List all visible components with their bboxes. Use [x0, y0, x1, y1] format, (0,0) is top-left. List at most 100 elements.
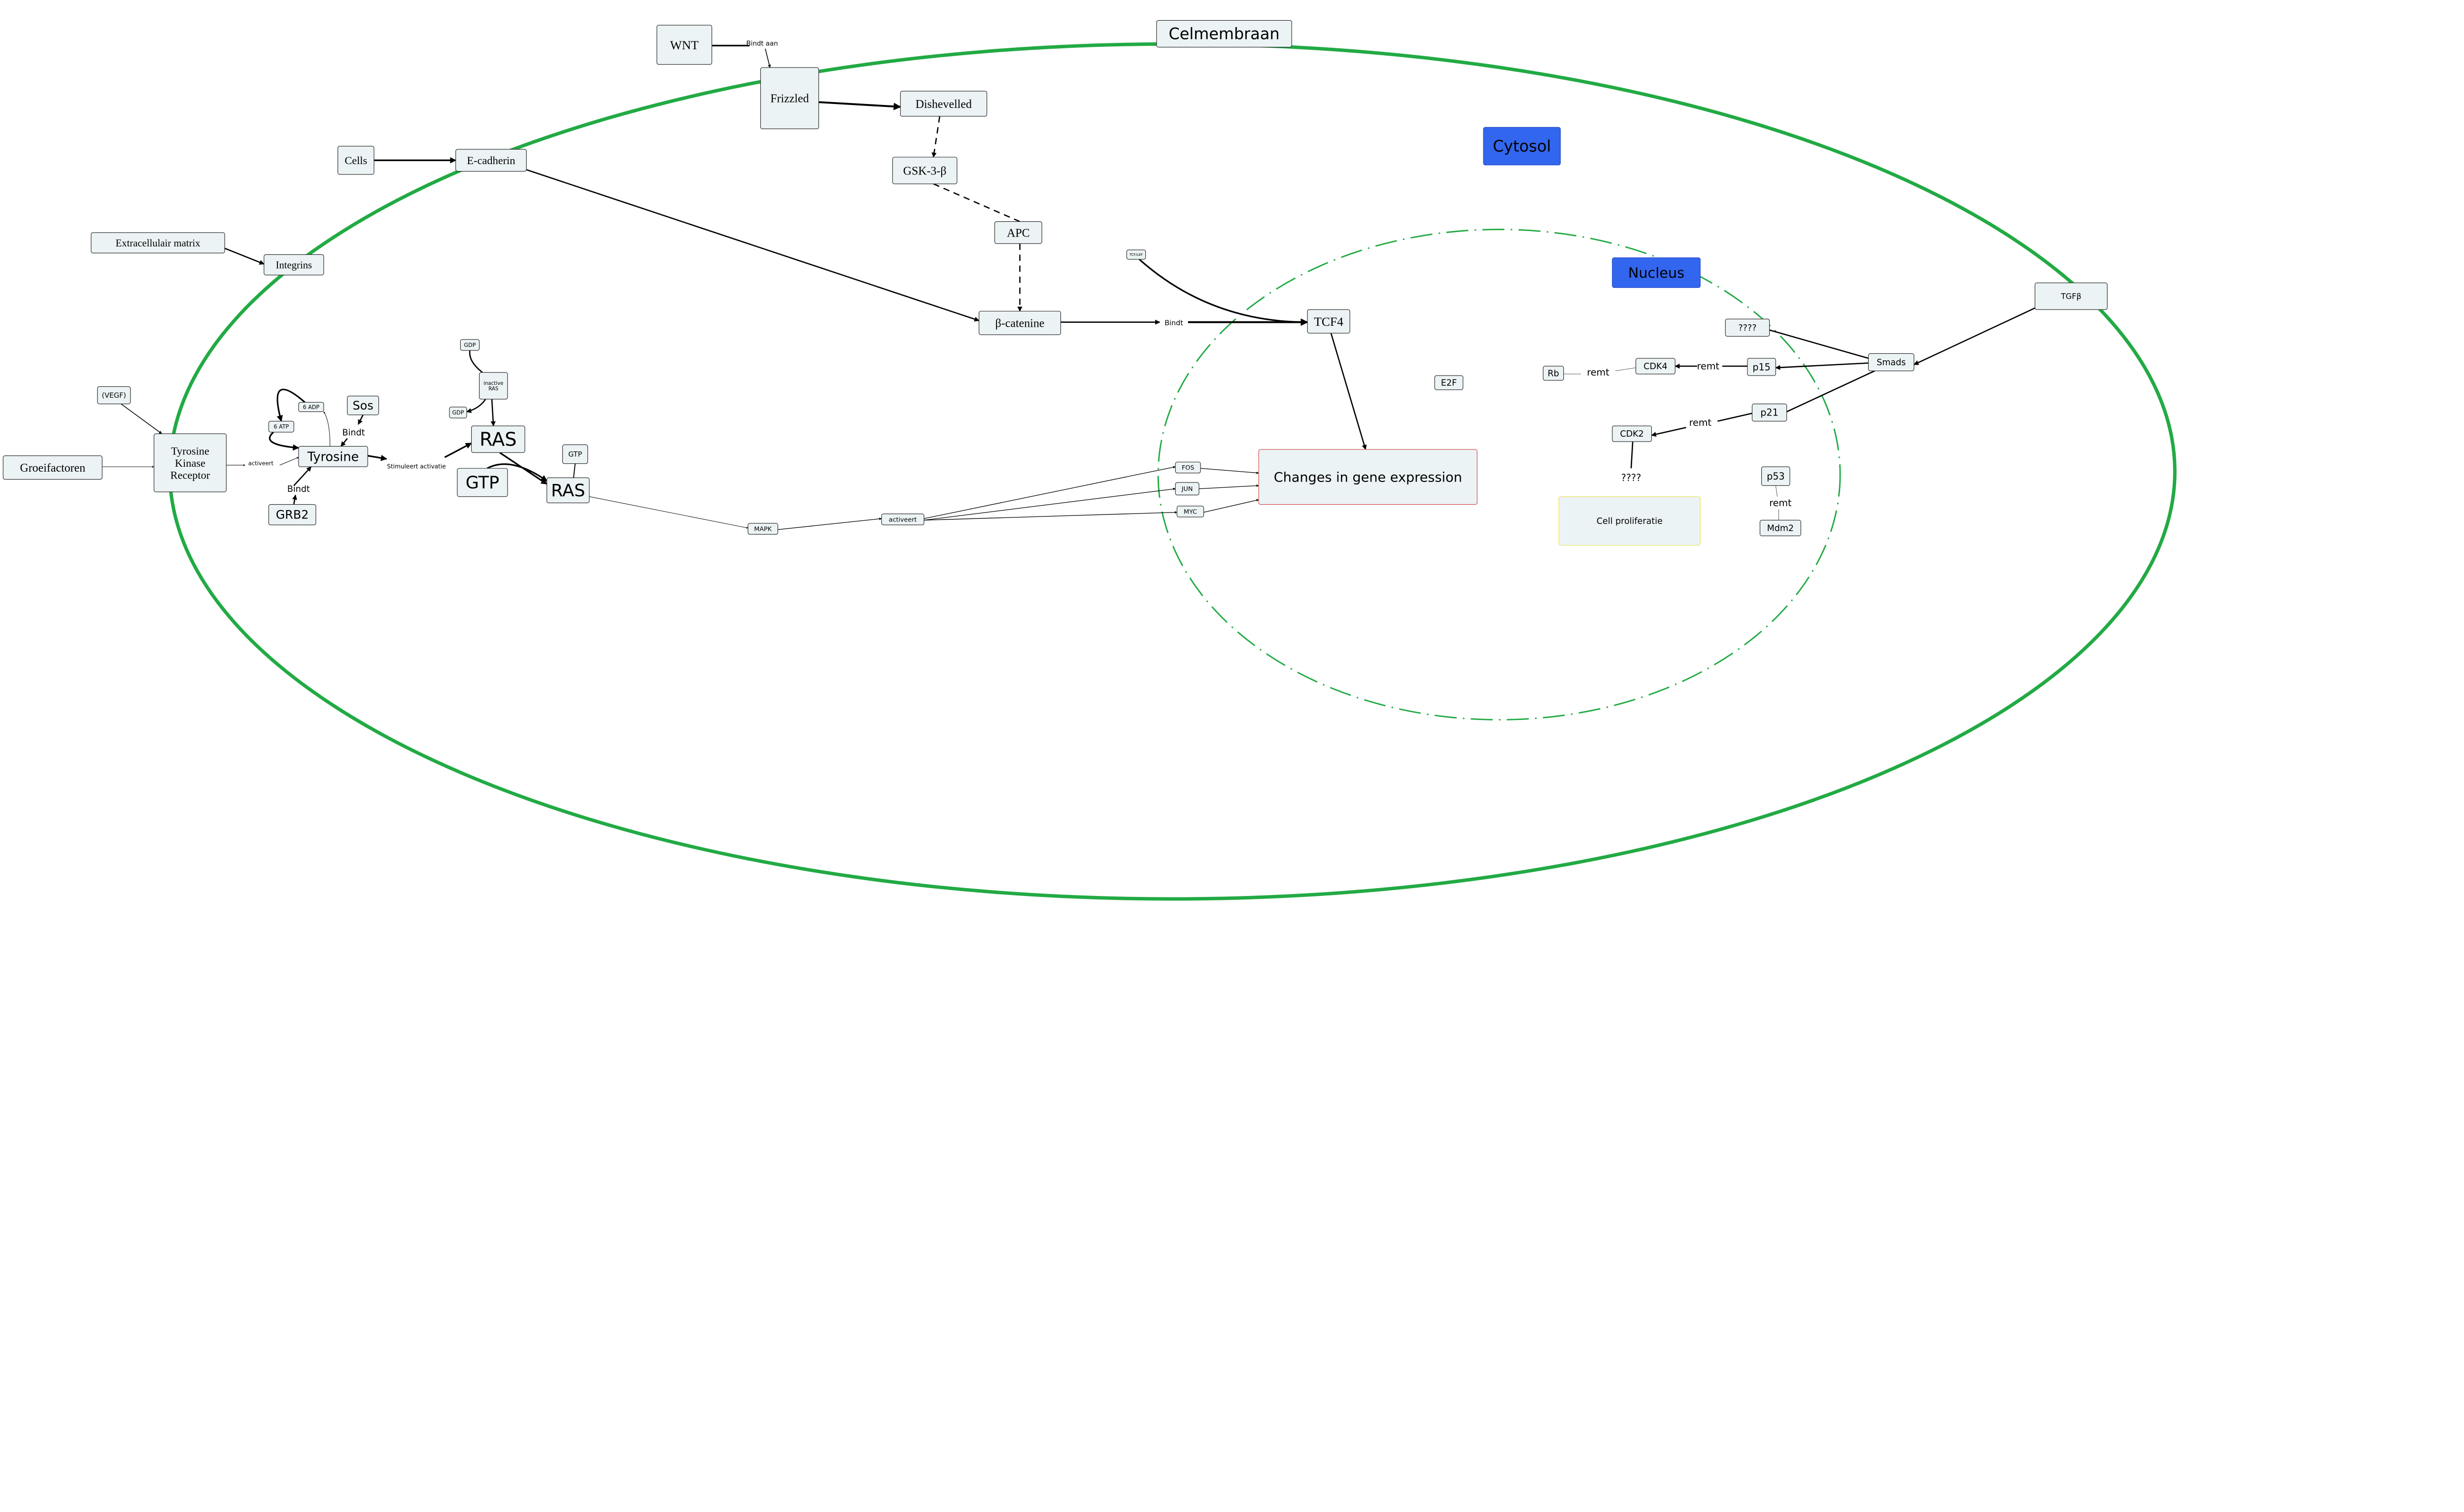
node-activeert2[interactable]: activeert — [881, 514, 924, 525]
edge-label: Bindt — [1164, 319, 1183, 327]
arrow-edge — [340, 438, 348, 447]
node-box — [153, 433, 227, 492]
node-wnt[interactable]: WNT — [656, 25, 713, 65]
node-nucleus[interactable]: Nucleus — [1612, 257, 1701, 288]
edge-label: Stimuleert activatie — [387, 463, 445, 470]
arrow-edge — [224, 247, 265, 265]
node-box — [979, 310, 1061, 335]
node-ecadherin[interactable]: E-cadherin — [455, 149, 527, 172]
node-membrane[interactable]: Celmembraan — [1156, 20, 1292, 48]
arrow-edge — [778, 517, 882, 530]
node-genes[interactable]: Changes in gene expression — [1258, 449, 1477, 505]
node-apc[interactable]: APC — [994, 221, 1042, 244]
node-p21[interactable]: p21 — [1751, 403, 1787, 422]
line-edge — [1717, 412, 1752, 422]
node-label: Sos — [352, 399, 373, 412]
node-ecm[interactable]: Extracellulair matrix — [91, 232, 225, 253]
node-box — [748, 523, 778, 535]
node-grb2[interactable]: GRB2 — [268, 504, 316, 525]
node-cdk4[interactable]: CDK4 — [1635, 358, 1676, 375]
node-box — [547, 477, 590, 503]
node-label: GDP — [464, 342, 476, 348]
node-box — [1258, 449, 1477, 505]
node-gtp2[interactable]: GTP — [562, 444, 588, 464]
node-label: Integrins — [275, 260, 312, 271]
node-adp[interactable]: 6 ADP — [298, 402, 324, 412]
node-integrins[interactable]: Integrins — [264, 254, 324, 275]
node-jun[interactable]: JUN — [1175, 482, 1199, 496]
node-label: GRB2 — [276, 508, 309, 522]
node-myc[interactable]: MYC — [1176, 506, 1204, 517]
node-cells[interactable]: Cells — [338, 145, 375, 175]
node-ras1[interactable]: RAS — [471, 425, 525, 453]
node-fos[interactable]: FOS — [1175, 461, 1201, 474]
arrow-edge — [1198, 484, 1259, 489]
node-smads[interactable]: Smads — [1868, 353, 1915, 372]
node-sos[interactable]: Sos — [347, 396, 379, 415]
node-label: WNT — [670, 38, 699, 52]
node-box — [1612, 425, 1652, 442]
arrow-edge — [444, 442, 472, 458]
node-box — [1175, 482, 1199, 496]
arrow-edge — [276, 388, 306, 422]
node-gsk[interactable]: GSK-3-β — [892, 157, 958, 184]
node-box — [97, 386, 131, 405]
node-gdp1[interactable]: GDP — [460, 339, 480, 351]
node-p53[interactable]: p53 — [1761, 466, 1790, 486]
node-q1[interactable]: ???? — [1725, 318, 1770, 337]
arrow-edge — [121, 403, 162, 434]
node-cytosol[interactable]: Cytosol — [1483, 127, 1561, 166]
arrow-edge — [269, 431, 300, 451]
edges — [102, 44, 2035, 530]
node-dishevelled[interactable]: Dishevelled — [900, 91, 988, 117]
node-prolif[interactable]: Cell proliferatie — [1558, 496, 1701, 546]
node-mdm2[interactable]: Mdm2 — [1759, 519, 1801, 536]
node-vegf[interactable]: (VEGF) — [97, 386, 131, 405]
edge-label: Bindt — [287, 484, 310, 494]
arrow-edge — [924, 466, 1176, 519]
node-tcflef[interactable]: TCF/LEF — [1126, 249, 1146, 260]
node-atp[interactable]: 6 ATP — [268, 421, 294, 433]
edge-label: remt — [1769, 497, 1792, 509]
arrow-edge — [279, 457, 299, 466]
node-label: TGFβ — [2060, 292, 2081, 301]
node-label: Cytosol — [1493, 137, 1551, 156]
node-label: Tyrosine — [307, 449, 359, 464]
arrow-edge — [1758, 325, 1869, 359]
node-label: Cells — [344, 154, 367, 167]
node-label: MAPK — [754, 525, 772, 533]
node-label: Receptor — [171, 469, 210, 481]
node-label: (VEGF) — [102, 392, 126, 400]
node-tyrosine[interactable]: Tyrosine — [298, 446, 368, 467]
arrow-edge — [466, 399, 486, 413]
node-label: β-catenine — [995, 317, 1045, 330]
node-groei[interactable]: Groeifactoren — [2, 455, 103, 480]
node-box — [268, 504, 316, 525]
node-tcf4[interactable]: TCF4 — [1307, 309, 1350, 334]
node-label: Dishevelled — [916, 98, 972, 111]
arrow-edge — [819, 101, 901, 110]
node-label: E-cadherin — [467, 154, 515, 167]
node-tgfb[interactable]: TGFβ — [2034, 282, 2108, 310]
node-box — [1483, 127, 1561, 166]
line-edge — [1786, 370, 1875, 412]
node-e2f[interactable]: E2F — [1434, 375, 1464, 390]
node-gtp1[interactable]: GTP — [457, 468, 508, 497]
node-box — [760, 67, 819, 130]
node-bcatenin[interactable]: β-catenine — [979, 310, 1061, 335]
node-box — [900, 91, 988, 117]
node-box — [892, 157, 958, 184]
node-frizzled[interactable]: Frizzled — [760, 67, 819, 130]
node-mapk[interactable]: MAPK — [748, 523, 778, 535]
node-cdk2[interactable]: CDK2 — [1612, 425, 1652, 442]
node-p15[interactable]: p15 — [1747, 358, 1776, 376]
edge-label: remt — [1689, 417, 1712, 428]
node-gdp2[interactable]: GDP — [449, 407, 467, 418]
node-ras2[interactable]: RAS — [547, 477, 590, 503]
node-box — [264, 254, 324, 275]
node-box — [1868, 353, 1915, 372]
node-rb[interactable]: Rb — [1542, 366, 1564, 381]
